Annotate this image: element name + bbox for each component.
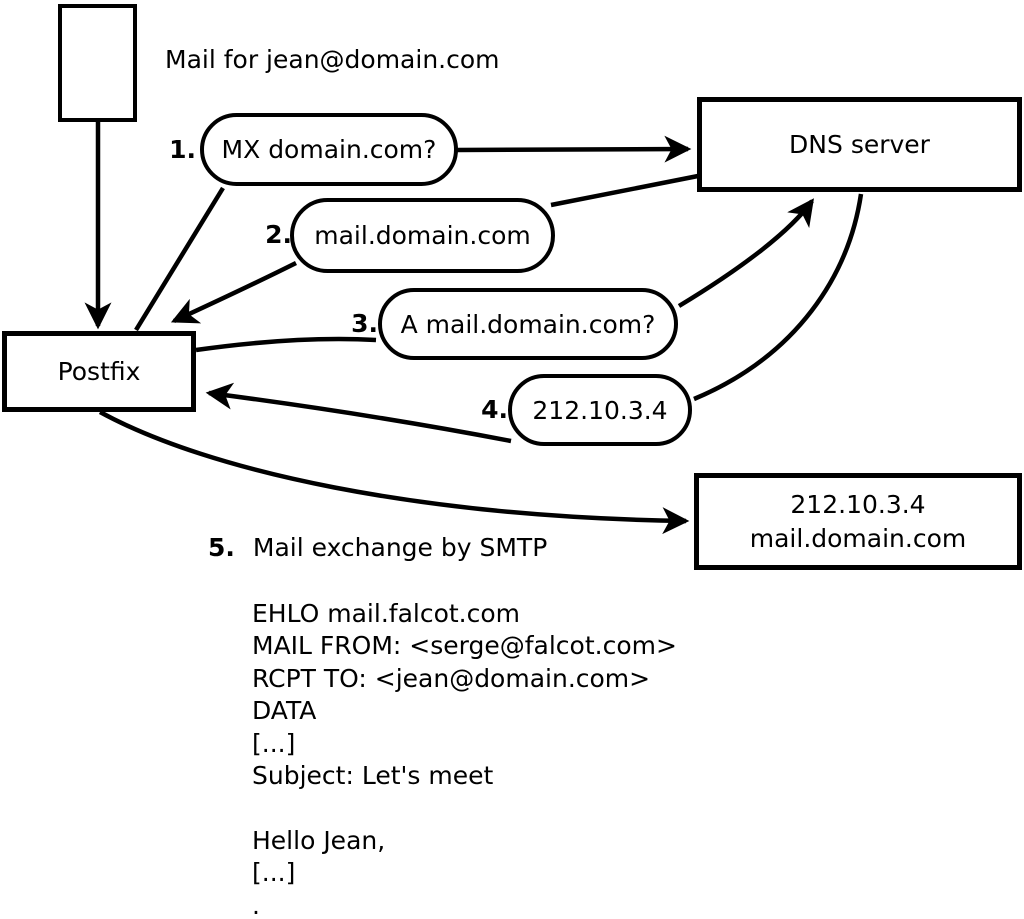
query-a-pill: A mail.domain.com? xyxy=(378,288,678,360)
mail-server-ip: 212.10.3.4 xyxy=(790,489,926,519)
edge-postfix-to-query1 xyxy=(134,186,225,332)
mail-caption: Mail for jean@domain.com xyxy=(165,45,500,74)
smtp-line: DATA xyxy=(252,696,317,726)
mail-server-node: 212.10.3.4 mail.domain.com xyxy=(694,473,1022,570)
mail-server-hostname: mail.domain.com xyxy=(749,523,967,553)
postfix-node: Postfix xyxy=(2,331,196,412)
dns-server-label: DNS server xyxy=(789,130,930,159)
query-a-label: A mail.domain.com? xyxy=(400,309,656,339)
step-3-number: 3. xyxy=(351,309,378,338)
step-4-number: 4. xyxy=(481,395,508,424)
smtp-line xyxy=(252,792,677,824)
answer-a-label: 212.10.3.4 xyxy=(532,395,668,425)
postfix-label: Postfix xyxy=(57,357,141,386)
edge-dns-to-answer4 xyxy=(693,193,864,402)
edge-query1-to-dns xyxy=(456,135,692,163)
answer-mx-label: mail.domain.com xyxy=(314,221,531,250)
step-5-number: 5. xyxy=(208,533,235,562)
step-5-row: 5. Mail exchange by SMTP xyxy=(208,533,547,563)
edge-answer2-to-postfix xyxy=(170,260,298,324)
query-mx-label: MX domain.com? xyxy=(221,135,437,164)
smtp-line: EHLO mail.falcot.com xyxy=(252,599,521,628)
edge-answer4-to-postfix xyxy=(205,382,512,444)
smtp-line: MAIL FROM: <serge@falcot.com> xyxy=(252,631,677,661)
smtp-line: Subject: Let's meet xyxy=(252,760,494,790)
smtp-line: . xyxy=(252,890,260,919)
smtp-line: Hello Jean, xyxy=(252,825,386,855)
smtp-session-transcript: EHLO mail.falcot.com MAIL FROM: <serge@f… xyxy=(252,598,677,919)
edge-query3-to-dns xyxy=(677,198,814,308)
edge-postfix-to-mail-server xyxy=(98,410,690,535)
edge-postfix-to-query3 xyxy=(195,336,377,353)
dns-server-node: DNS server xyxy=(697,97,1022,192)
smtp-line: [...] xyxy=(252,728,296,758)
answer-mx-pill: mail.domain.com xyxy=(290,198,555,273)
query-mx-pill: MX domain.com? xyxy=(200,113,458,186)
step-2-number: 2. xyxy=(265,220,292,249)
mail-message-node xyxy=(58,4,137,122)
smtp-line: [...] xyxy=(252,858,296,888)
smtp-line: RCPT TO: <jean@domain.com> xyxy=(252,663,651,693)
answer-a-pill: 212.10.3.4 xyxy=(508,374,692,446)
step-1-number: 1. xyxy=(169,135,196,164)
edge-dns-to-answer2 xyxy=(550,173,699,208)
step-5-label: Mail exchange by SMTP xyxy=(252,533,548,562)
